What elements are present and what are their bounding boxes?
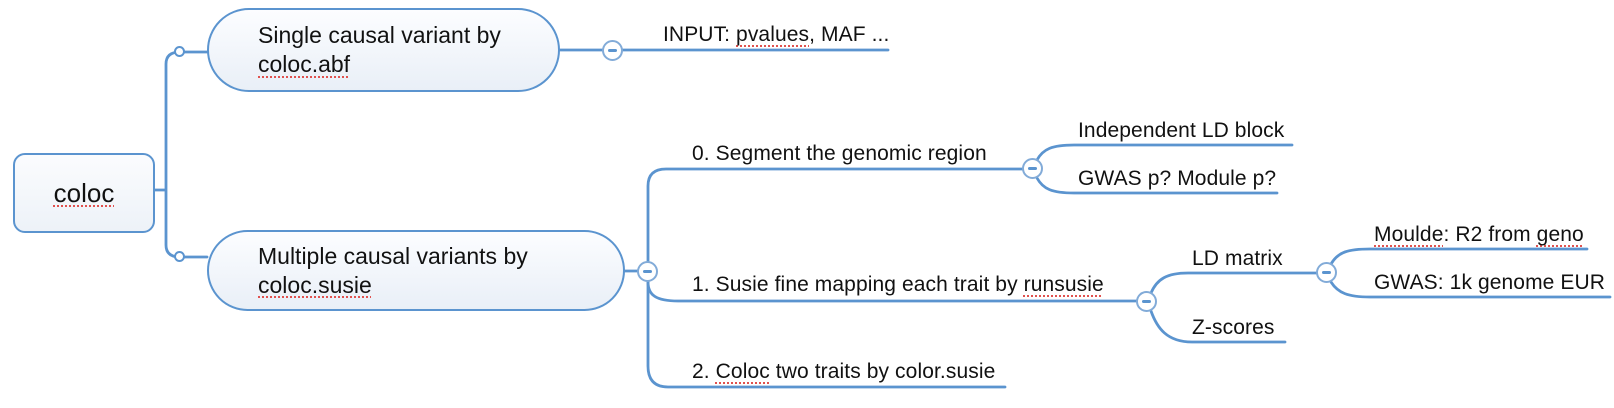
collapse-button-ld-matrix[interactable] [1316,262,1337,283]
topic-text: LD matrix [1192,247,1283,270]
node-label-line1: Single causal variant by [258,22,501,48]
collapse-button-multiple-causal[interactable] [637,261,658,282]
connector-independent-ld-line [1035,143,1294,162]
branch-point-dot[interactable] [174,251,185,262]
connector-ld-matrix-line [1149,271,1319,295]
topic-susie-fine-mapping[interactable]: 1. Susie fine mapping each trait by runs… [692,273,1104,297]
topic-text: GWAS: 1k genome EUR [1374,271,1606,294]
topic-text: 0. Segment the genomic region [692,142,987,165]
minus-icon [1142,300,1151,303]
topic-misspelled-word: Coloc [715,360,770,383]
topic-coloc-two-traits[interactable]: 2. Coloc two traits by color.susie [692,360,995,384]
topic-misspelled-word: pvalues [736,23,810,46]
node-multiple-causal-variants[interactable]: Multiple causal variants by coloc.susie [207,230,625,311]
topic-z-scores[interactable]: Z-scores [1192,316,1274,340]
topic-misspelled-word: Moulde [1374,223,1444,246]
topic-text: : R2 from [1443,223,1537,246]
collapse-button-single-causal[interactable] [602,40,623,61]
topic-moulde-r2-from-geno[interactable]: Moulde: R2 from geno [1374,223,1584,247]
topic-ld-matrix[interactable]: LD matrix [1192,247,1283,271]
topic-misspelled-word: runsusie [1023,273,1104,296]
topic-text: Z-scores [1192,316,1275,339]
topic-text: two traits by color.susie [769,360,996,383]
minus-icon [608,49,617,52]
connector-moulde-line [1329,247,1589,266]
minus-icon [1322,271,1331,274]
collapse-button-susie-mapping[interactable] [1136,291,1157,312]
node-single-causal-variant[interactable]: Single causal variant by coloc.abf [207,8,560,92]
topic-independent-ld-block[interactable]: Independent LD block [1078,119,1284,143]
node-label-line1: Multiple causal variants by [258,242,528,269]
minus-icon [643,270,652,273]
topic-misspelled-word: geno [1536,223,1584,246]
topic-text: 1. Susie fine mapping each trait by [692,273,1024,296]
connector-topic1-line [646,280,1139,303]
collapse-button-segment[interactable] [1022,158,1043,179]
minus-icon [1028,167,1037,170]
node-label-line2: coloc.abf [258,51,351,77]
connector-gwas-module-line [1035,176,1279,195]
connector-root-trunk [153,50,209,259]
root-node-label: coloc [53,177,115,208]
branch-point-dot[interactable] [174,46,185,57]
topic-input-pvalues-maf[interactable]: INPUT: pvalues, MAF ... [663,23,889,47]
topic-text: Independent LD block [1078,119,1285,142]
connector-z-scores-line [1149,309,1287,344]
root-node-coloc[interactable]: coloc [13,153,155,233]
topic-text: GWAS p? Module p? [1078,167,1277,190]
topic-gwas-p-module-p[interactable]: GWAS p? Module p? [1078,167,1276,191]
connector-gwas-1k-line [1329,280,1612,299]
node-label-line2: coloc.susie [258,271,372,298]
topic-segment-genomic-region[interactable]: 0. Segment the genomic region [692,142,987,166]
topic-text: 2. [692,360,716,383]
topic-text: INPUT: [663,23,737,46]
topic-text: , MAF ... [809,23,890,46]
topic-gwas-1k-genome-eur[interactable]: GWAS: 1k genome EUR [1374,271,1605,295]
